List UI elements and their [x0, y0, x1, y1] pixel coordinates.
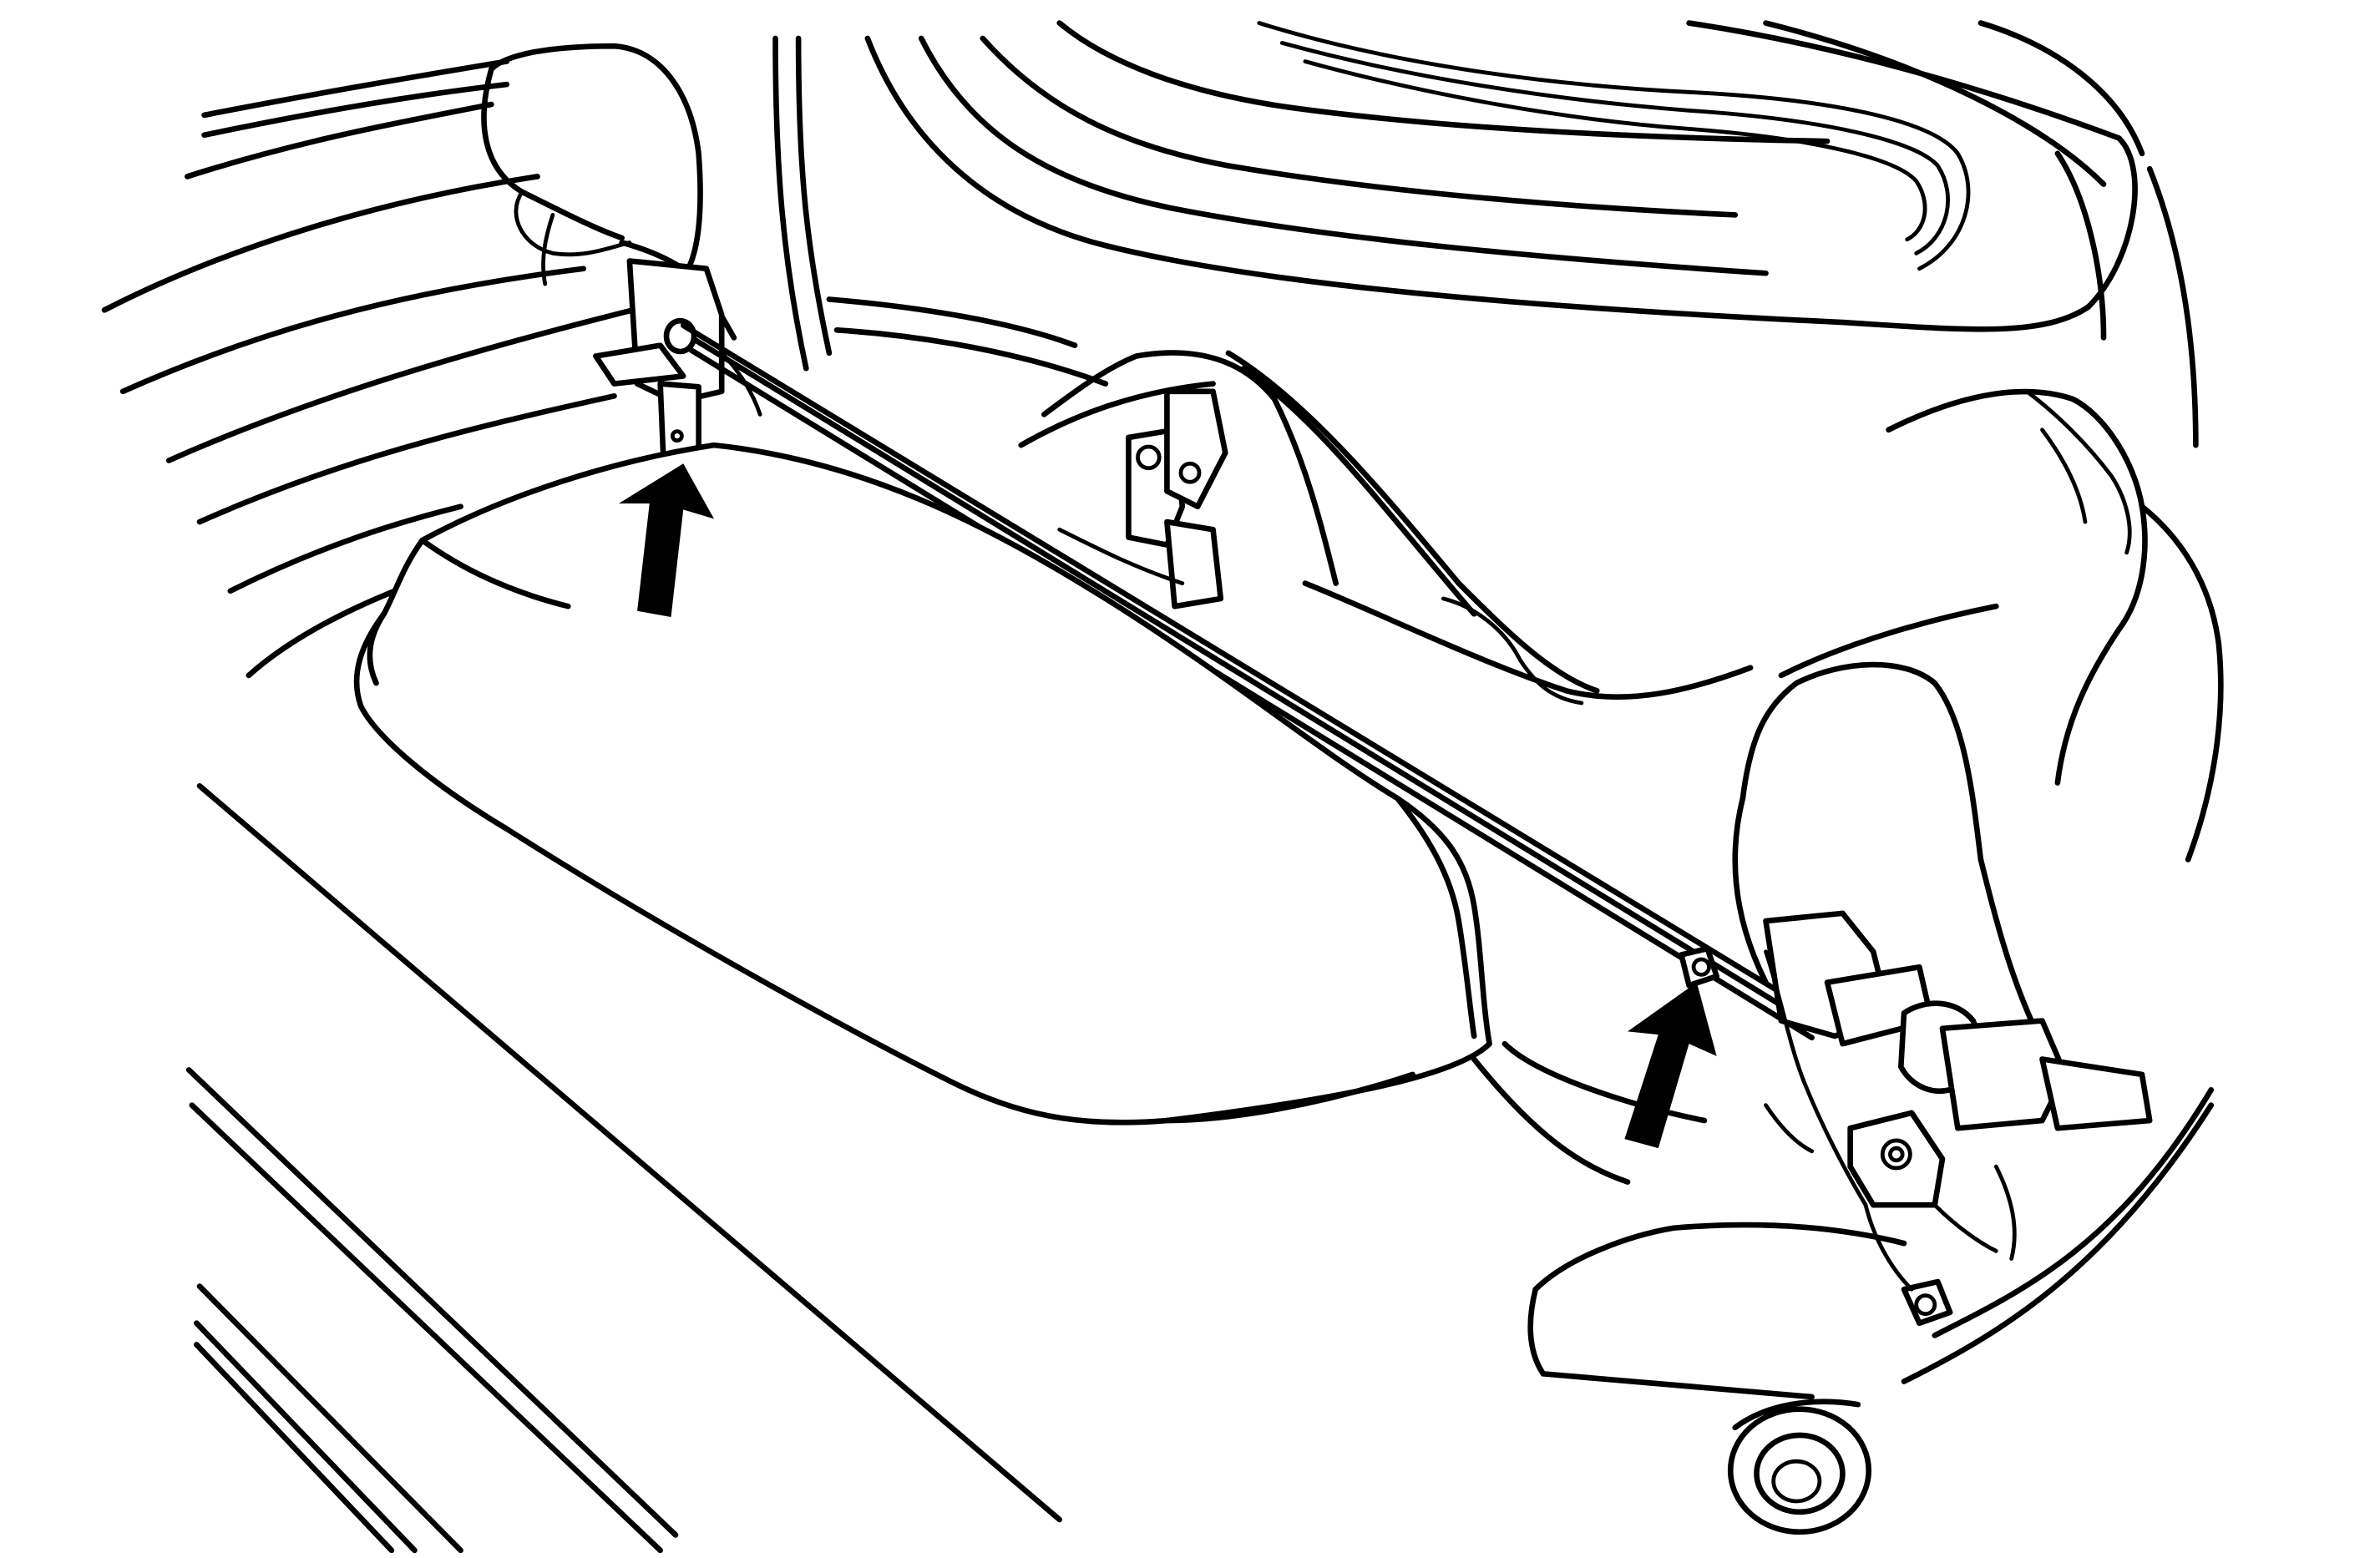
- spare-tire-cover: [353, 442, 1492, 1126]
- strut-cylinder-assembly: [1763, 910, 2153, 1327]
- trunk-right-trim-panel: [1732, 150, 2224, 1047]
- trunk-floor-background-lines: [101, 58, 1063, 1554]
- strut-rod-upper-mount: [593, 258, 762, 463]
- trunk-lid-hinge-area: [826, 296, 1754, 706]
- trunk-rear-wall: [772, 20, 2145, 372]
- strut-rod-lower-clip: [1679, 945, 1719, 989]
- arrow-up-icon: [619, 463, 714, 618]
- callout-arrow-left: [619, 463, 714, 618]
- strut-rod: [680, 322, 1823, 1041]
- trunk-floor-center: [1471, 1040, 2215, 1535]
- latch-assembly: [1057, 388, 1228, 610]
- callout-arrow-right: [1624, 982, 1717, 1149]
- arrow-up-icon: [1624, 982, 1717, 1149]
